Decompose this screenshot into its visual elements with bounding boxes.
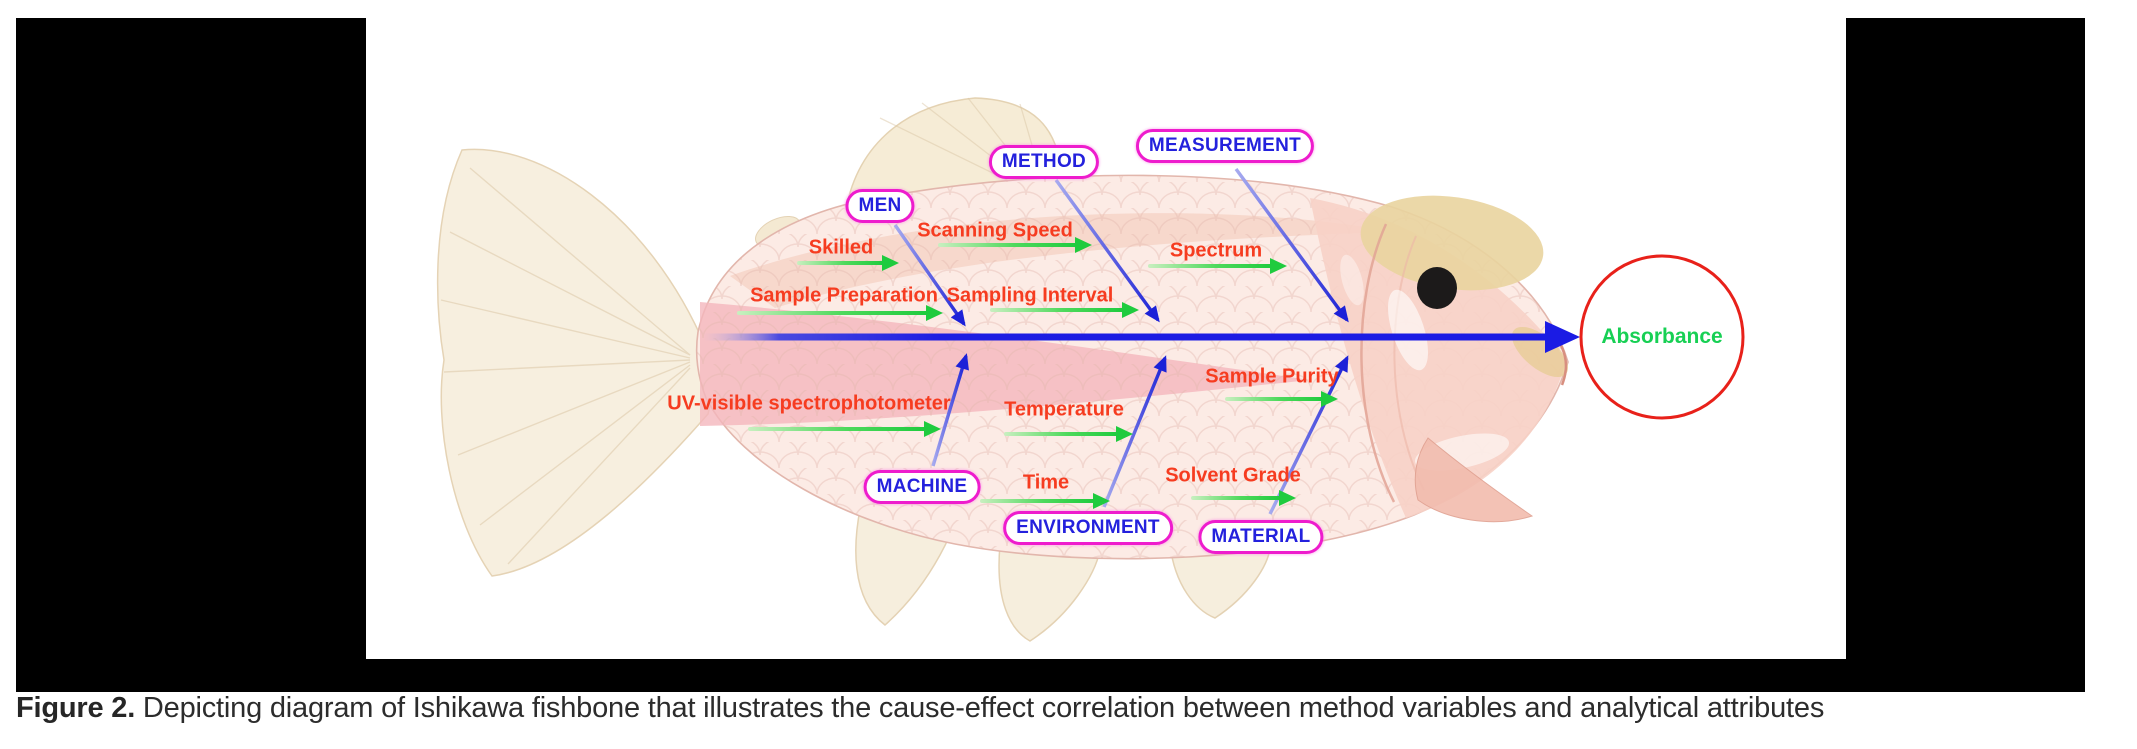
cause-arrow-sampling-interval	[990, 302, 1139, 318]
spine-arrow	[703, 321, 1580, 353]
fish-illustration	[436, 97, 1569, 642]
category-box-environment: ENVIRONMENT	[1003, 511, 1173, 545]
cause-label-scanning-speed: Scanning Speed	[917, 219, 1073, 242]
cause-label-sample-preparation: Sample Preparation	[750, 284, 938, 307]
cause-label-sample-purity: Sample Purity	[1205, 365, 1339, 388]
effect-circle	[1579, 254, 1745, 420]
bone-machine	[931, 353, 969, 467]
bone-method	[1054, 178, 1160, 323]
cause-label-sampling-interval: Sampling Interval	[946, 284, 1114, 307]
cause-arrow-time	[980, 493, 1110, 509]
cause-label-uv-spectrophotometer: UV-visible spectrophotometer	[667, 392, 951, 415]
category-box-material: MATERIAL	[1198, 520, 1324, 554]
cause-arrow-skilled	[797, 255, 899, 271]
category-box-men: MEN	[845, 189, 915, 223]
fish-eye	[1417, 267, 1457, 309]
cause-arrow-sample-preparation	[737, 305, 943, 321]
figure-caption-text: Depicting diagram of Ishikawa fishbone t…	[135, 692, 1825, 724]
cause-arrow-temperature	[1004, 426, 1133, 442]
category-box-method: METHOD	[988, 145, 1100, 179]
cause-arrow-scanning-speed	[938, 237, 1092, 253]
effect-label: Absorbance	[1601, 325, 1723, 348]
category-box-measurement: MEASUREMENT	[1135, 129, 1315, 163]
left-black-panel	[16, 18, 366, 691]
cause-label-skilled: Skilled	[808, 236, 874, 259]
fish-tail-fin	[436, 148, 713, 577]
fish-head	[1310, 195, 1569, 523]
cause-arrow-sample-purity	[1225, 391, 1338, 407]
fish-pectoral-fin	[1414, 437, 1534, 523]
cause-label-solvent-grade: Solvent Grade	[1165, 464, 1301, 487]
bone-measurement	[1234, 167, 1349, 323]
category-box-machine: MACHINE	[863, 470, 981, 504]
right-black-panel	[1846, 18, 2085, 692]
bone-environment	[1102, 355, 1167, 508]
cause-arrow-solvent-grade	[1191, 490, 1296, 506]
cause-label-temperature: Temperature	[1004, 398, 1124, 421]
cause-label-spectrum: Spectrum	[1169, 239, 1263, 262]
bone-material	[1268, 355, 1349, 515]
figure-caption-number: Figure 2.	[16, 692, 136, 724]
figure-caption: Figure 2. Depicting diagram of Ishikawa …	[16, 692, 2121, 725]
cause-arrow-spectrum	[1148, 258, 1287, 274]
bottom-black-panel	[16, 659, 2085, 692]
cause-label-time: Time	[1022, 471, 1070, 494]
fish-gill-line	[1360, 223, 1396, 503]
cause-arrow-uv-spectrophotometer	[748, 421, 941, 437]
bone-men	[893, 224, 966, 327]
